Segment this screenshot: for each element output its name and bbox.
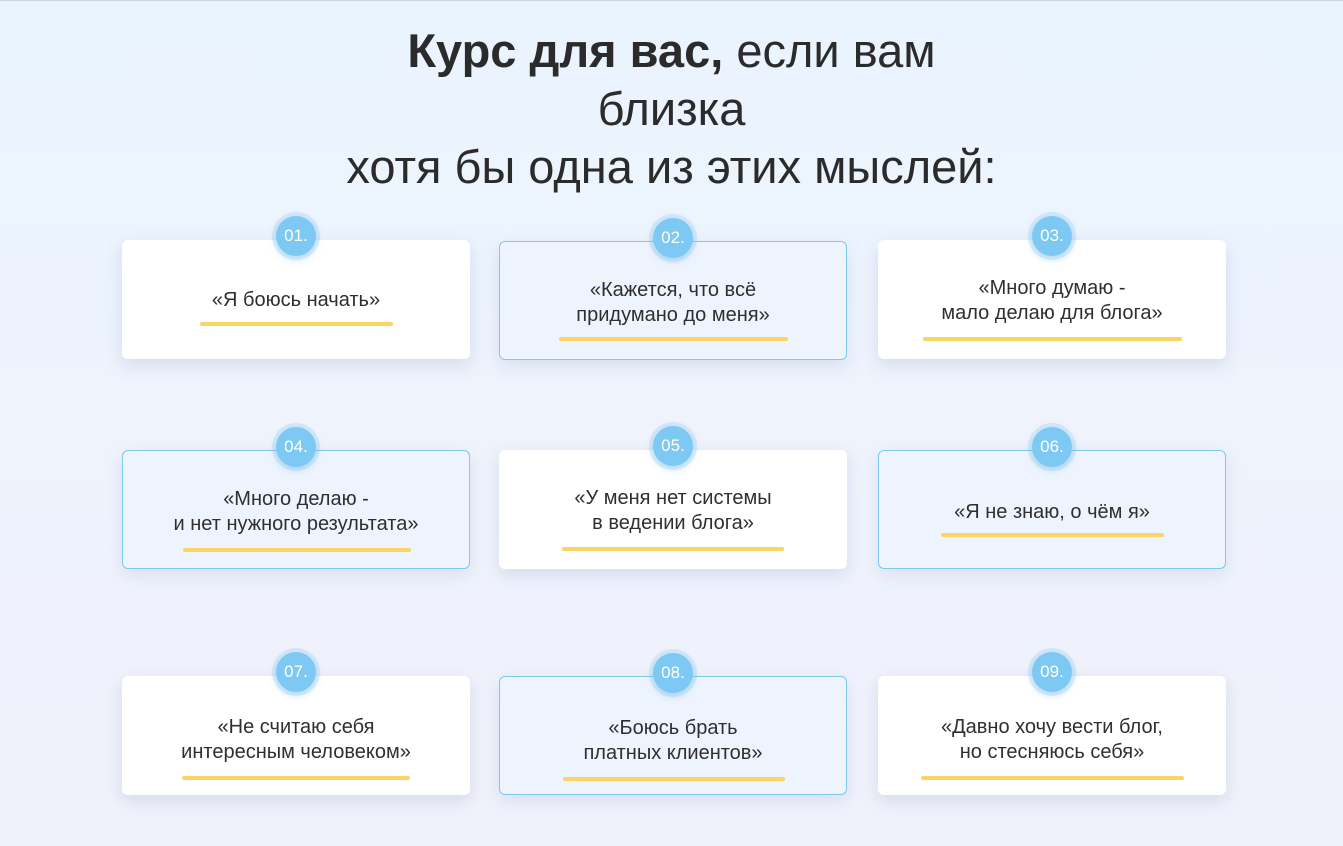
card-number-badge: 02. <box>653 218 693 258</box>
card-number-badge: 05. <box>653 426 693 466</box>
card-text: «У меня нет системы в ведении блога» <box>574 487 772 534</box>
card-underline <box>183 548 411 552</box>
thought-card-04: 04. «Много делаю - и нет нужного результ… <box>122 427 470 569</box>
card-text: «Не считаю себя интересным человеком» <box>181 716 411 763</box>
heading-line-1: Курс для вас, если вам <box>0 22 1343 80</box>
card-text: «Давно хочу вести блог, но стесняюсь себ… <box>941 716 1163 763</box>
thought-card-03: 03. «Много думаю - мало делаю для блога» <box>878 216 1226 359</box>
card-number-badge: 03. <box>1032 216 1072 256</box>
thought-card-01: 01. «Я боюсь начать» <box>122 216 470 359</box>
section-heading: Курс для вас, если вам близка хотя бы од… <box>0 22 1343 196</box>
card-number-badge: 06. <box>1032 427 1072 467</box>
card-underline <box>923 337 1182 341</box>
card-text: «Я не знаю, о чём я» <box>954 501 1150 523</box>
card-text: «Много делаю - и нет нужного результата» <box>173 488 419 535</box>
thought-card-02: 02. «Кажется, что всё придумано до меня» <box>499 218 847 360</box>
card-number-badge: 04. <box>276 427 316 467</box>
card-underline <box>200 322 393 326</box>
thought-card-09: 09. «Давно хочу вести блог, но стесняюсь… <box>878 652 1226 795</box>
heading-bold: Курс для вас, <box>407 24 724 77</box>
heading-line-3: хотя бы одна из этих мыслей: <box>346 140 997 193</box>
heading-rest: если вам <box>723 24 936 77</box>
card-text: «Много думаю - мало делаю для блога» <box>941 277 1163 324</box>
card-underline <box>563 777 785 781</box>
card-underline <box>941 533 1164 537</box>
card-underline <box>559 337 788 341</box>
thought-card-07: 07. «Не считаю себя интересным человеком… <box>122 652 470 795</box>
thought-card-08: 08. «Боюсь брать платных клиентов» <box>499 653 847 795</box>
card-text: «Боюсь брать платных клиентов» <box>583 717 763 764</box>
card-underline <box>562 547 784 551</box>
card-text: «Кажется, что всё придумано до меня» <box>576 279 770 326</box>
card-number-badge: 09. <box>1032 652 1072 692</box>
thought-card-06: 06. «Я не знаю, о чём я» <box>878 427 1226 569</box>
heading-line-2: близка <box>597 82 746 135</box>
card-number-badge: 07. <box>276 652 316 692</box>
card-number-badge: 01. <box>276 216 316 256</box>
thought-card-05: 05. «У меня нет системы в ведении блога» <box>499 426 847 569</box>
card-number-badge: 08. <box>653 653 693 693</box>
card-underline <box>182 776 410 780</box>
top-divider <box>0 0 1343 1</box>
card-text: «Я боюсь начать» <box>211 289 381 311</box>
card-underline <box>921 776 1184 780</box>
